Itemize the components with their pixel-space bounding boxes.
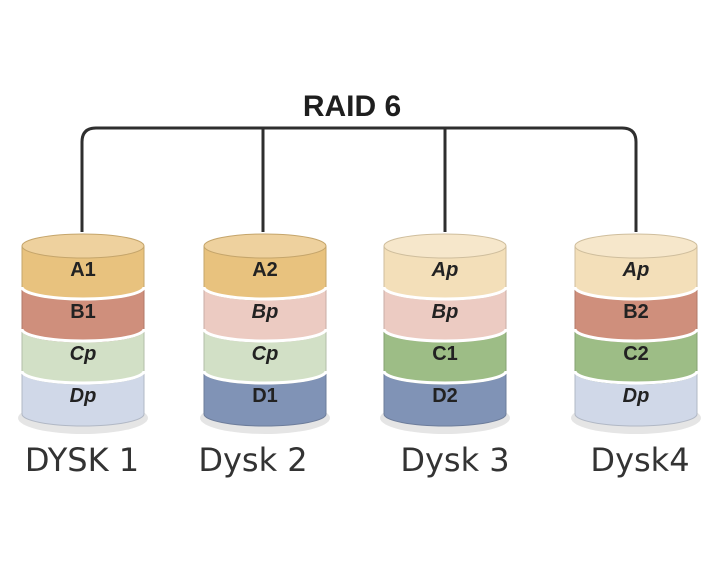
- disk-name: Dysk 3: [400, 441, 509, 479]
- segment-separator: [573, 328, 699, 343]
- segment-separator: [202, 370, 328, 385]
- raid-connector: [80, 126, 638, 232]
- disk-name: Dysk4: [590, 441, 689, 479]
- segment-label: Dp: [623, 385, 650, 407]
- segment-separator: [382, 370, 508, 385]
- segment-label: D2: [432, 385, 458, 407]
- segment-label: B1: [70, 301, 96, 323]
- segment-label: D1: [252, 385, 278, 407]
- segment-separator: [202, 328, 328, 343]
- segment-label: Cp: [70, 343, 97, 365]
- segment-body: [21, 371, 145, 427]
- segment-separator: [573, 286, 699, 301]
- segment-top: [574, 233, 698, 259]
- segment-top: [21, 233, 145, 259]
- segment-label: Ap: [431, 259, 459, 281]
- segment-separator: [573, 370, 699, 385]
- segment-separator: [382, 328, 508, 343]
- segment-body: [203, 371, 327, 427]
- segment-top: [383, 233, 507, 259]
- segment-body: [383, 371, 507, 427]
- segment-label: Ap: [622, 259, 650, 281]
- segment-separator: [20, 370, 146, 385]
- segment-separator: [20, 328, 146, 343]
- segment-separator: [20, 286, 146, 301]
- segment-label: C1: [432, 343, 458, 365]
- segment-body: [574, 371, 698, 427]
- segment-label: A1: [70, 259, 96, 281]
- segment-separator: [202, 286, 328, 301]
- disk-name: DYSK 1: [25, 441, 139, 479]
- segment-top: [203, 233, 327, 259]
- segment-label: Bp: [252, 301, 279, 323]
- segment-separator: [382, 286, 508, 301]
- segment-label: B2: [623, 301, 649, 323]
- diagram-title: RAID 6: [303, 90, 401, 123]
- segment-label: C2: [623, 343, 649, 365]
- disk-name: Dysk 2: [198, 441, 307, 479]
- segment-label: Dp: [70, 385, 97, 407]
- segment-label: Cp: [252, 343, 279, 365]
- segment-label: Bp: [432, 301, 459, 323]
- segment-label: A2: [252, 259, 278, 281]
